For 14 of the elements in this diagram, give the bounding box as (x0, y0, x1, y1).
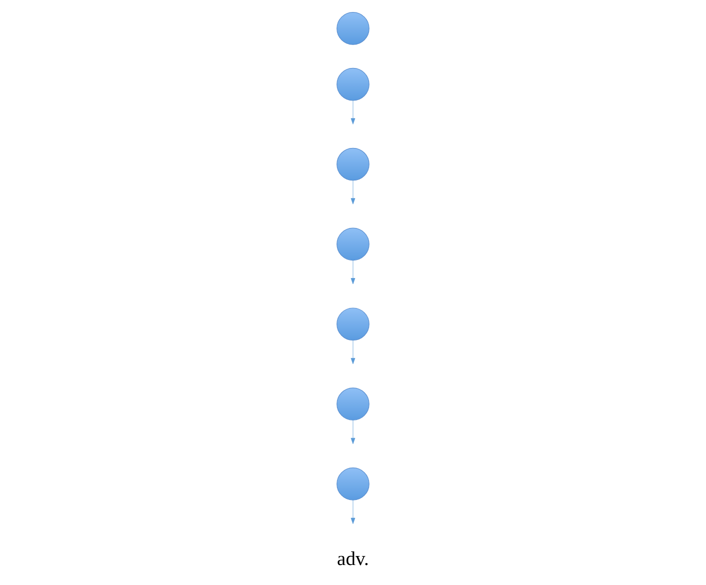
node-circle (336, 68, 370, 101)
arrow (350, 260, 356, 284)
arrow (350, 100, 356, 124)
arrow (350, 180, 356, 204)
node-circle (336, 308, 370, 341)
label: adv. (337, 549, 369, 570)
node-circle (336, 388, 370, 420)
node-circle (336, 12, 370, 45)
arrow (350, 500, 356, 524)
node-circle (336, 148, 370, 181)
node-circle (336, 228, 370, 261)
node-circle (336, 468, 370, 500)
arrow (350, 340, 356, 364)
arrow (350, 420, 356, 444)
